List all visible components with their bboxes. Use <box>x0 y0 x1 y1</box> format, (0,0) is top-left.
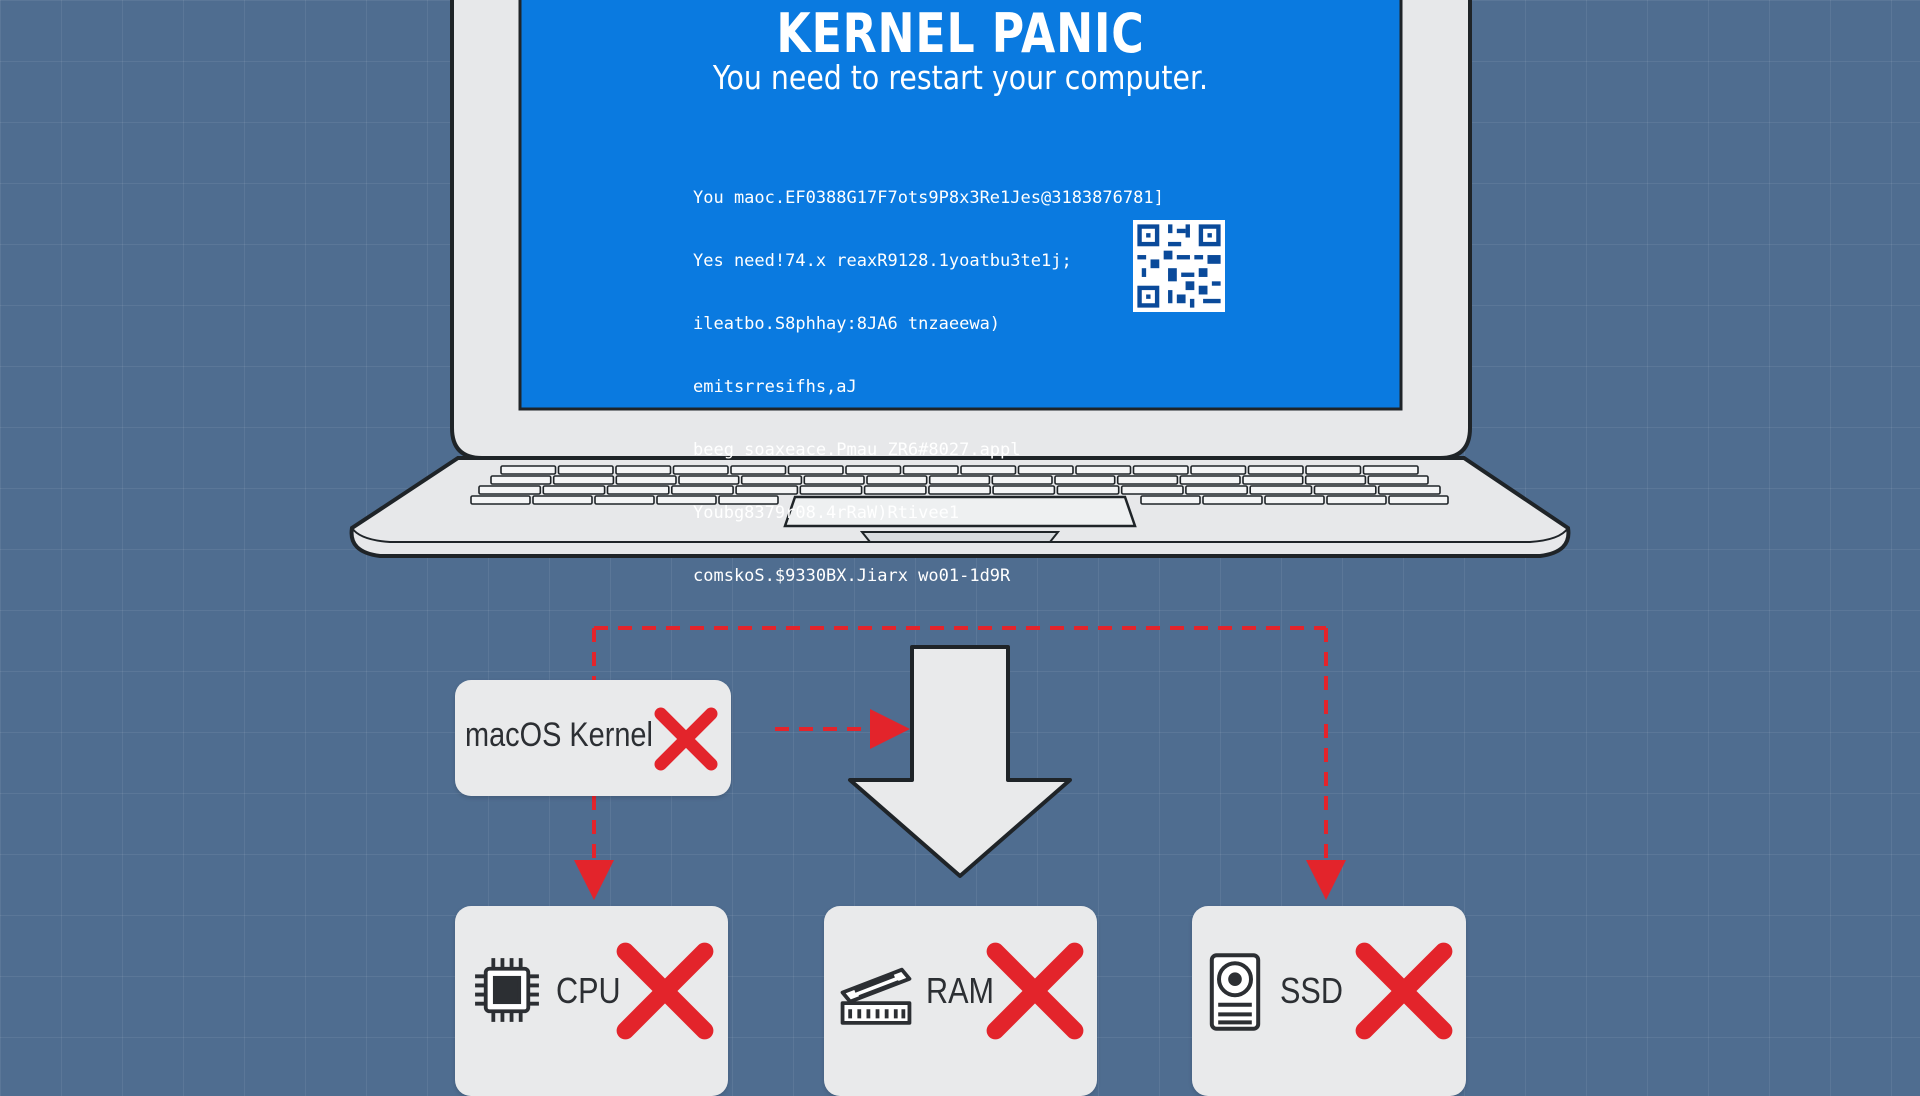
panic-subtitle: You need to restart your computer. <box>712 58 1209 97</box>
panic-log: You maoc.EF0388G17F7ots9P8x3Re1Jes@31838… <box>693 146 1233 629</box>
keyboard-key <box>542 485 606 495</box>
keyboard-key <box>552 475 615 485</box>
keyboard-key <box>594 495 655 505</box>
keyboard-key <box>960 465 1017 475</box>
keyboard-key <box>1140 495 1201 505</box>
ram-module-icon <box>840 967 912 1025</box>
cpu-failure-x-icon <box>616 942 714 1040</box>
ssd-node-label: SSD <box>1280 970 1343 1011</box>
keyboard-key <box>1264 495 1325 505</box>
keyboard-key <box>1202 495 1263 505</box>
keyboard-key <box>1247 465 1304 475</box>
keyboard-key <box>902 465 959 475</box>
keyboard-key <box>1305 465 1362 475</box>
cpu-node-label: CPU <box>556 970 621 1011</box>
keyboard-key <box>678 475 740 485</box>
keyboard-key <box>863 485 927 495</box>
keyboard-key <box>1179 475 1241 485</box>
keyboard-key <box>1017 465 1074 475</box>
keyboard-key <box>656 495 717 505</box>
panic-log-line: Yes need!74.x reaxR9128.1yoatbu3te1j; <box>693 251 1072 271</box>
kernel-failure-x-icon <box>654 707 718 771</box>
down-arrow <box>848 645 1072 878</box>
keyboard-key <box>1377 485 1441 495</box>
kernel-node: macOS Kernel <box>455 680 731 796</box>
keyboard-key <box>787 465 844 475</box>
qr-code-icon <box>1133 220 1225 312</box>
keyboard-key <box>928 485 992 495</box>
ram-node: RAM <box>824 906 1097 1096</box>
keyboard-key <box>500 465 557 475</box>
keyboard-key <box>670 485 734 495</box>
keyboard-key <box>615 475 677 485</box>
keyboard-key <box>470 495 531 505</box>
keyboard-key <box>1116 475 1179 485</box>
keyboard-key <box>845 465 902 475</box>
keyboard-key <box>803 475 865 485</box>
ram-failure-x-icon <box>986 942 1084 1040</box>
keyboard-key <box>1075 465 1132 475</box>
keyboard-key <box>1132 465 1189 475</box>
keyboard-key <box>928 475 991 485</box>
keyboard-key <box>1304 475 1367 485</box>
keyboard-key <box>730 465 787 475</box>
keyboard-key <box>718 495 779 505</box>
keyboard-key <box>615 465 672 475</box>
keyboard-key <box>992 485 1056 495</box>
keyboard-key <box>478 485 542 495</box>
ssd-node: SSD <box>1192 906 1466 1096</box>
panic-title: KERNEL PANIC <box>776 2 1145 65</box>
laptop-notch <box>859 531 1061 543</box>
laptop-keyboard <box>470 465 1449 505</box>
keyboard-key <box>1056 485 1120 495</box>
keyboard-key <box>672 465 729 475</box>
keyboard-key <box>1367 475 1429 485</box>
keyboard-key <box>1242 475 1304 485</box>
keyboard-key <box>1185 485 1249 495</box>
panic-log-line: beeg soaxeace.Pmau ZR6#8027.appl <box>693 440 1021 460</box>
kernel-panic-screen: KERNEL PANIC You need to restart your co… <box>520 0 1401 586</box>
laptop-trackpad <box>783 495 1137 528</box>
keyboard-key <box>1054 475 1116 485</box>
keyboard-key <box>490 475 552 485</box>
keyboard-key <box>740 475 803 485</box>
laptop <box>349 0 1571 558</box>
keyboard-key <box>557 465 614 475</box>
ssd-drive-icon <box>1209 953 1261 1031</box>
keyboard-key <box>866 475 928 485</box>
keyboard-key <box>735 485 799 495</box>
cpu-node: CPU <box>455 906 728 1096</box>
keyboard-key <box>606 485 670 495</box>
keyboard-key <box>532 495 593 505</box>
panic-log-line: You maoc.EF0388G17F7ots9P8x3Re1Jes@31838… <box>693 188 1164 208</box>
ssd-failure-x-icon <box>1355 942 1453 1040</box>
kernel-node-label: macOS Kernel <box>465 716 653 754</box>
keyboard-key <box>1326 495 1387 505</box>
keyboard-key <box>1120 485 1184 495</box>
keyboard-key <box>1362 465 1419 475</box>
keyboard-key <box>1313 485 1377 495</box>
keyboard-key <box>1190 465 1247 475</box>
keyboard-key <box>1249 485 1313 495</box>
panic-log-line: Youbg8379r08.4rRaW)Rtivee1 <box>693 503 960 523</box>
ram-node-label: RAM <box>926 970 994 1011</box>
laptop-screen-panel <box>518 0 1403 411</box>
panic-log-line: comskoS.$9330BX.Jiarx wo01-1d9R <box>693 566 1011 586</box>
keyboard-key <box>1388 495 1449 505</box>
panic-log-line: ileatbo.S8phhay:8JA6 tnzaeewa) <box>693 314 1001 334</box>
cpu-chip-icon <box>475 958 539 1022</box>
panic-log-line: emitsrresifhs,aJ <box>693 377 857 397</box>
keyboard-key <box>799 485 863 495</box>
keyboard-key <box>991 475 1053 485</box>
